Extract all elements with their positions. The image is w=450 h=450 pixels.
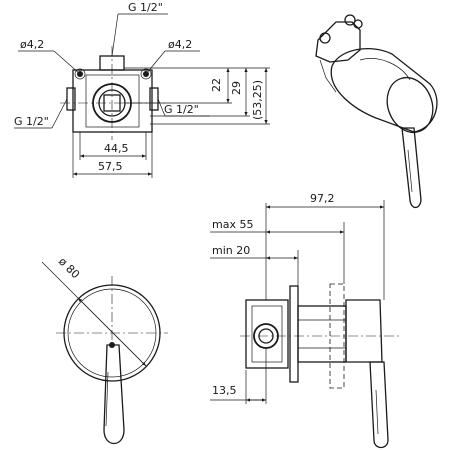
side-lever-slot	[375, 389, 379, 435]
dim-53: (53,25)	[251, 80, 264, 120]
rosette-lever	[103, 344, 125, 445]
min-label: min 20	[212, 244, 250, 257]
mount-hole-right-ring	[140, 68, 152, 80]
right-outlet-stub	[149, 87, 159, 111]
label-thread-right: G 1/2"	[164, 103, 199, 116]
valve-body-inner	[85, 74, 140, 128]
leader-hole-left	[53, 50, 81, 75]
iso-fitting-top	[344, 14, 356, 26]
dim-44: 44,5	[104, 142, 129, 155]
leader-thread-right	[157, 98, 166, 117]
side-wall-plate	[289, 285, 299, 383]
dim-22: 22	[210, 78, 223, 92]
side-box-outline	[245, 299, 289, 369]
left-outlet-stub	[66, 87, 76, 111]
isometric-view	[315, 14, 438, 209]
iso-bracket	[315, 21, 361, 63]
side-spindle-body	[297, 305, 347, 363]
iso-body	[330, 48, 438, 133]
dim-29: 29	[230, 81, 243, 95]
rosette-lever-slot	[105, 371, 109, 427]
leader-thread-top	[111, 13, 119, 57]
label-thread-top: G 1/2"	[128, 1, 163, 14]
iso-bracket-side	[319, 59, 337, 93]
iso-lever-slot	[407, 149, 413, 193]
iso-fitting-left	[319, 32, 331, 44]
dim-13: 13,5	[212, 384, 237, 397]
leader-thread-left	[51, 98, 68, 129]
side-view: 97,2 max 55 min 20 13,5	[210, 192, 400, 449]
iso-body-highlight	[359, 58, 411, 81]
rosette-pivot	[109, 342, 115, 348]
max-label: max 55	[212, 218, 253, 231]
dim-97: 97,2	[310, 192, 335, 205]
label-thread-left: G 1/2"	[14, 115, 49, 128]
iso-fitting-right	[353, 19, 363, 29]
front-view: G 1/2" ø4,2 ø4,2 G 1/2" G 1/2" 22 29 (53…	[14, 1, 270, 178]
iso-face	[386, 76, 434, 134]
iso-lever	[401, 127, 422, 209]
mount-hole-left-ring	[74, 68, 86, 80]
side-lever	[369, 361, 389, 449]
diameter-label: ø 80	[56, 255, 82, 281]
diameter-dim-line	[77, 297, 147, 367]
leader-hole-right	[145, 50, 166, 75]
label-hole-left: ø4,2	[20, 38, 44, 51]
label-hole-right: ø4,2	[168, 38, 192, 51]
side-box-inner	[251, 305, 283, 363]
dim-57: 57,5	[98, 160, 123, 173]
round-view: ø 80	[41, 255, 168, 445]
side-handle-cap	[345, 299, 383, 363]
